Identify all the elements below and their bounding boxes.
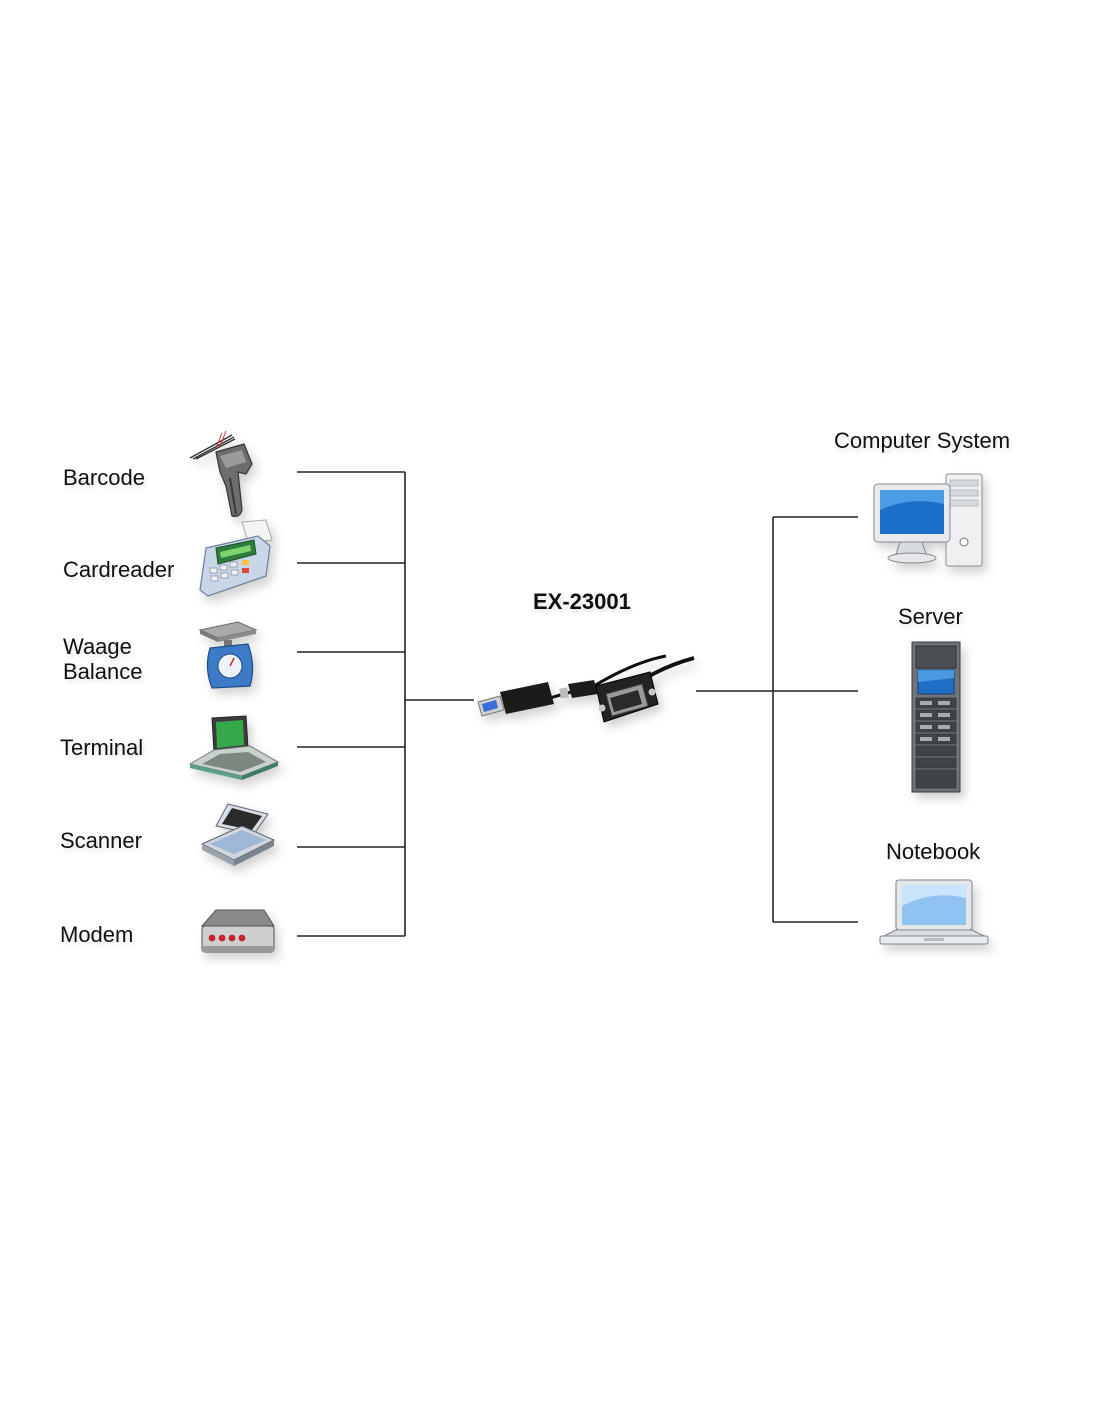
label-modem: Modem bbox=[60, 922, 134, 947]
label-terminal: Terminal bbox=[60, 735, 144, 760]
barcode-scanner-icon bbox=[186, 428, 266, 520]
terminal-icon bbox=[186, 714, 282, 782]
label-server: Server bbox=[898, 604, 963, 629]
usb-to-serial-cable-icon bbox=[474, 652, 698, 734]
scale-icon bbox=[198, 620, 262, 692]
label-barcode: Barcode bbox=[63, 465, 145, 490]
label-scale-line2: Balance bbox=[63, 659, 143, 684]
desktop-computer-icon bbox=[872, 470, 990, 570]
card-reader-icon bbox=[196, 518, 278, 602]
notebook-icon bbox=[876, 876, 992, 952]
label-scale-line1: Waage bbox=[63, 634, 132, 659]
server-rack-icon bbox=[910, 640, 962, 794]
label-computer-system: Computer System bbox=[834, 428, 1011, 453]
label-notebook: Notebook bbox=[886, 839, 981, 864]
label-model: EX-23001 bbox=[533, 589, 631, 614]
label-scanner: Scanner bbox=[60, 828, 142, 853]
modem-icon bbox=[198, 902, 278, 958]
flatbed-scanner-icon bbox=[198, 800, 278, 872]
label-cardreader: Cardreader bbox=[63, 557, 175, 582]
